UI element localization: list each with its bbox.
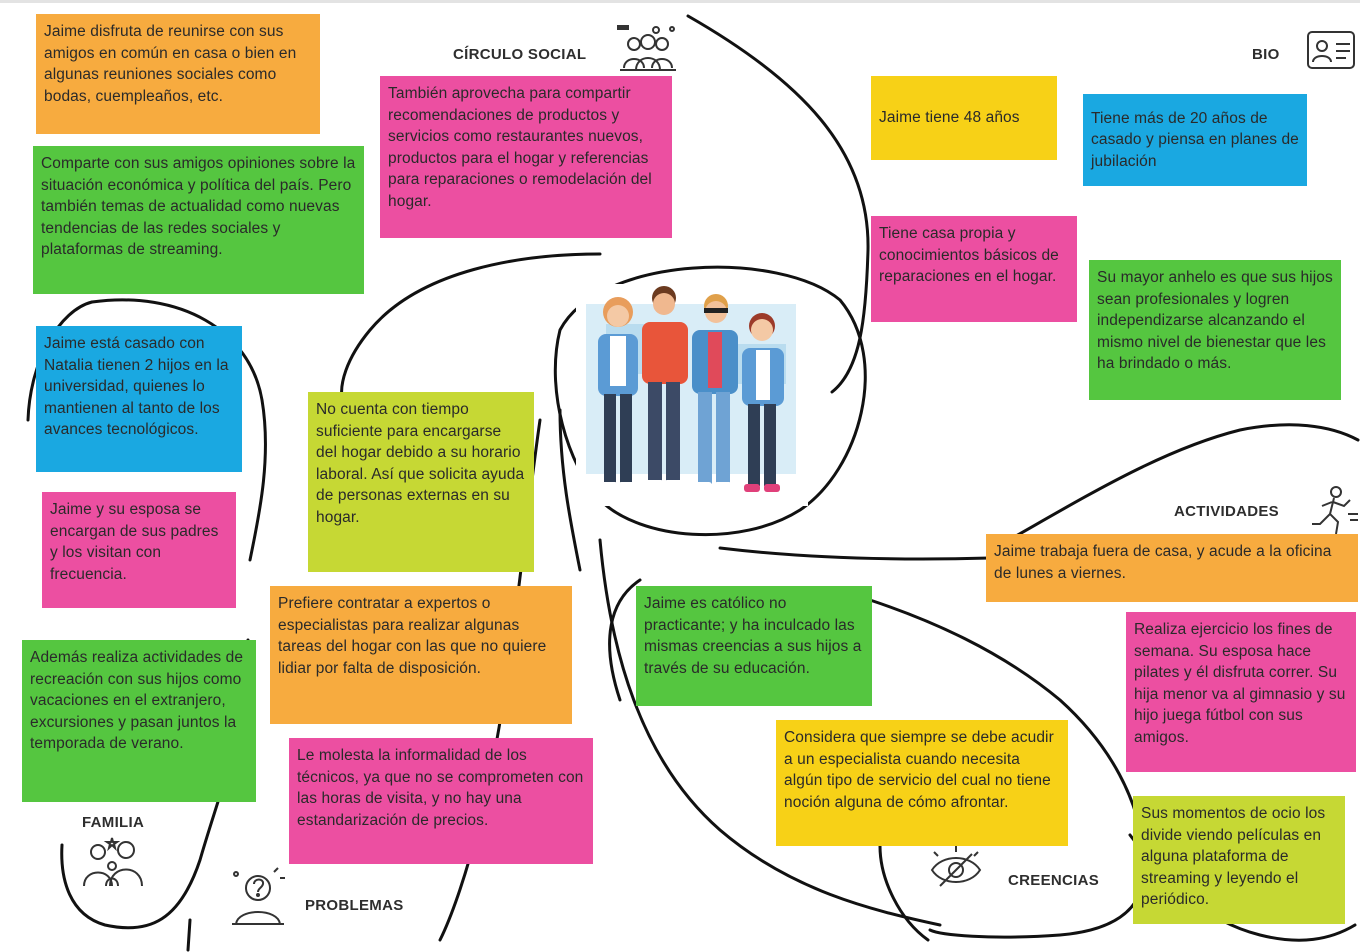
section-label-familia: FAMILIA [82,814,145,831]
group-people-icon [617,25,676,71]
note-ejercicio: Realiza ejercicio los fines de semana. S… [1126,612,1356,772]
note-casado-jubilacion: Tiene más de 20 años de casado y piensa … [1083,94,1307,186]
section-label-circulo-social: CÍRCULO SOCIAL [453,46,587,63]
note-padres: Jaime y su esposa se encargan de sus pad… [42,492,236,608]
note-anhelo-hijos: Su mayor anhelo es que sus hijos sean pr… [1089,260,1341,400]
note-recomendaciones: También aprovecha para compartir recomen… [380,76,672,238]
note-contratar-expertos: Prefiere contratar a expertos o especial… [270,586,572,724]
note-reuniones-amigos: Jaime disfruta de reunirse con sus amigo… [36,14,320,134]
runner-icon [1312,486,1358,535]
section-label-creencias: CREENCIAS [1008,872,1100,889]
eye-icon [930,846,982,887]
note-opiniones-amigos: Comparte con sus amigos opiniones sobre … [33,146,364,294]
top-border [0,0,1360,3]
section-label-actividades: ACTIVIDADES [1174,503,1279,520]
note-casado-hijos: Jaime está casado con Natalia tienen 2 h… [36,326,242,472]
family-photo [576,284,808,506]
id-card-icon [1307,31,1355,69]
note-tiempo-hogar: No cuenta con tiempo suficiente para enc… [308,392,534,572]
note-edad: Jaime tiene 48 años [871,76,1057,160]
family-icon [83,837,143,887]
note-trabajo: Jaime trabaja fuera de casa, y acude a l… [986,534,1358,602]
note-ocio: Sus momentos de ocio los divide viendo p… [1133,796,1345,924]
section-label-bio: BIO [1252,46,1280,63]
note-informalidad-tecnicos: Le molesta la informalidad de los técnic… [289,738,593,864]
section-label-problemas: PROBLEMAS [305,897,404,914]
thinking-person-icon [232,867,285,925]
note-catolico: Jaime es católico no practicante; y ha i… [636,586,872,706]
note-recreacion: Además realiza actividades de recreación… [22,640,256,802]
note-especialista: Considera que siempre se debe acudir a u… [776,720,1068,846]
note-casa-propia: Tiene casa propia y conocimientos básico… [871,216,1077,322]
